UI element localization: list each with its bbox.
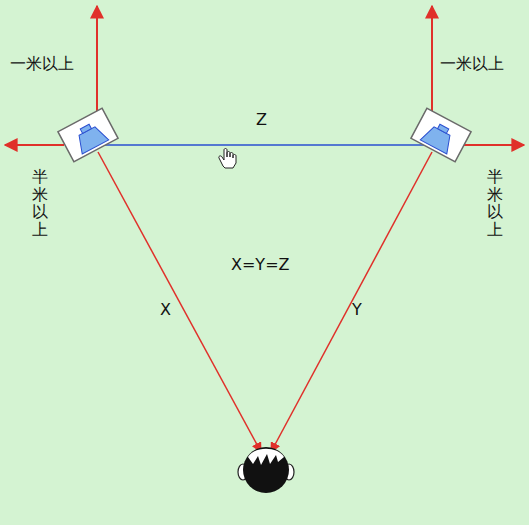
distance-label: X=Y=Z	[231, 255, 290, 274]
clearance-arrow	[5, 144, 64, 146]
distance-label: Y	[352, 300, 362, 319]
clearance-label: 一米以上	[440, 54, 504, 73]
clearance-arrow	[431, 6, 433, 112]
listening-line	[98, 152, 261, 452]
hand-cursor	[219, 149, 236, 169]
speaker	[411, 108, 471, 161]
distance-label: Z	[256, 110, 267, 129]
clearance-arrow	[464, 144, 524, 146]
speaker-distance-line	[104, 144, 428, 146]
clearance-arrow	[96, 6, 98, 112]
speaker	[58, 108, 118, 161]
listening-line	[271, 152, 432, 452]
listener-head	[238, 447, 294, 493]
distance-label: X	[160, 300, 171, 319]
clearance-label: 半米以上	[487, 168, 503, 238]
clearance-label: 一米以上	[10, 54, 74, 73]
clearance-label: 半米以上	[32, 168, 48, 238]
